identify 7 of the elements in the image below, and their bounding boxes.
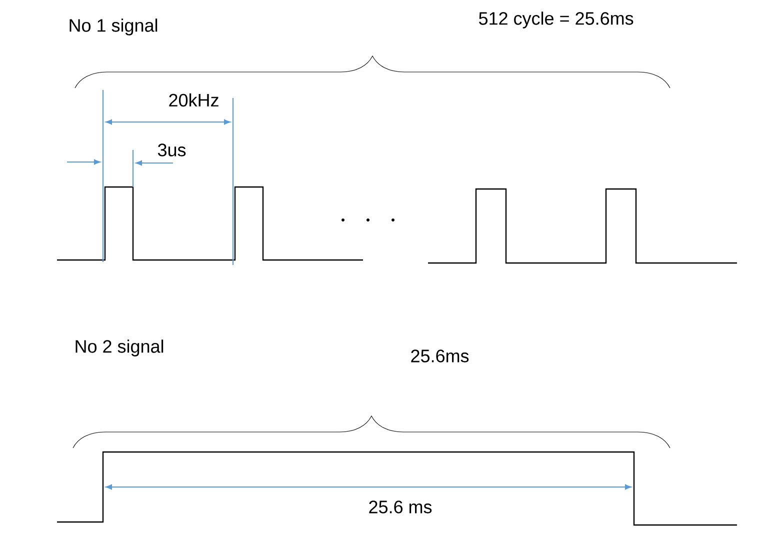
timing-label: 3us <box>158 144 186 156</box>
signal-name: No 2 signal <box>76 340 164 356</box>
timing-label: 25.6ms <box>411 350 469 362</box>
timing-label: 20kHz <box>169 93 218 107</box>
timing-label: 512 cycle = 25.6ms <box>478 12 634 28</box>
timing-label: 25.6 ms <box>369 500 432 514</box>
signal-name: No 1 signal <box>70 18 158 36</box>
